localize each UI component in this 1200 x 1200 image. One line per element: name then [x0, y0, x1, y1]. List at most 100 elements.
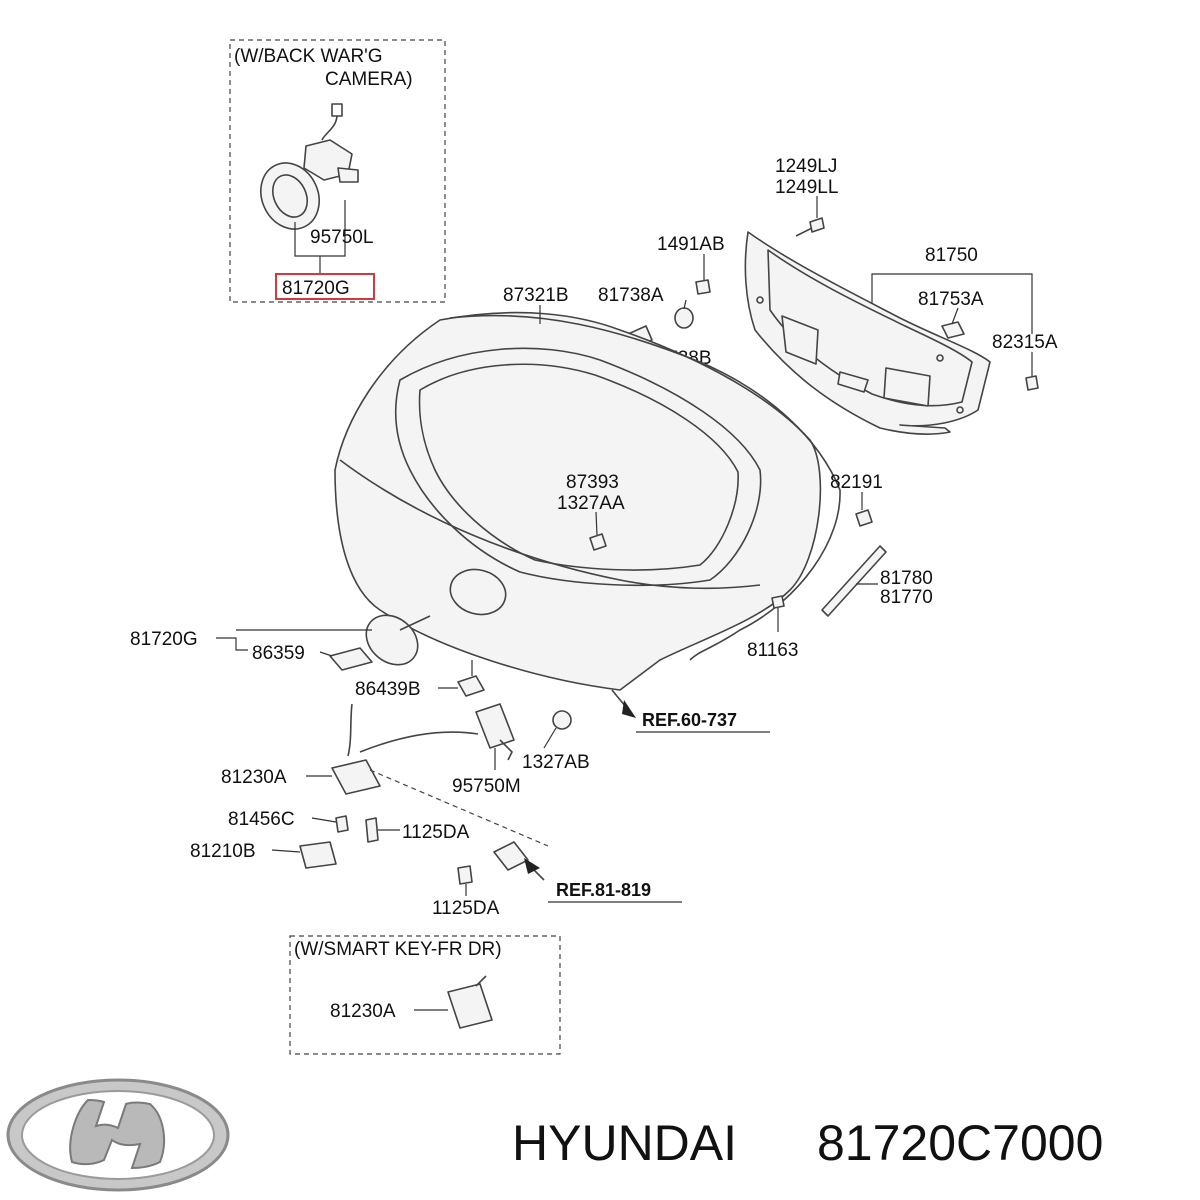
label-81720G: 81720G	[130, 629, 198, 650]
retainer-81753A-icon	[941, 321, 965, 339]
inset-camera-title-line1: (W/BACK WAR'G	[234, 46, 383, 67]
tailgate-window-frame-icon	[394, 347, 762, 587]
ref-60-737-arrowhead-icon	[622, 700, 636, 718]
lock-actuator-icon	[493, 841, 529, 871]
bolt-1249-icon	[809, 217, 825, 233]
tailgate-panel: 87321B 87393 1327AA REF.60-737	[334, 285, 841, 733]
rod-icon	[359, 731, 479, 753]
inset-camera-title-bg	[236, 42, 436, 92]
bumper-81738A-icon	[674, 307, 694, 329]
actuator-link	[499, 739, 513, 761]
nut-1327AA-icon	[589, 533, 607, 551]
emblem-assembly: 81720G 86359	[130, 614, 431, 671]
ball-stud-81163-icon	[771, 595, 785, 609]
highlight-81720G	[275, 273, 375, 300]
leader-81720G	[216, 637, 248, 651]
label-1249LL: 1249LL	[775, 177, 838, 198]
striker-81210B-icon	[299, 841, 337, 869]
leader-81753A	[951, 307, 959, 325]
label-87321B: 87321B	[503, 285, 569, 306]
label-ref-81-819: REF.81-819	[556, 880, 651, 900]
label-86439B: 86439B	[355, 679, 421, 700]
label-1125DA-a: 1125DA	[402, 822, 470, 843]
emblem-recess-icon	[449, 568, 507, 616]
bolt-1125DA-b-icon	[457, 865, 473, 885]
inset-smart-key-frame	[289, 935, 561, 1055]
label-86359: 86359	[252, 643, 305, 664]
bolt-1125DA-a-icon	[365, 817, 379, 843]
inset-smart-key: (W/SMART KEY-FR DR) 81230A	[289, 935, 561, 1055]
label-82191: 82191	[830, 472, 883, 493]
label-81750: 81750	[925, 245, 978, 266]
label-81456C: 81456C	[228, 809, 295, 830]
label-81780: 81780	[880, 568, 933, 589]
label-95750M: 95750M	[452, 776, 521, 797]
label-1249LJ: 1249LJ	[775, 156, 837, 177]
cable-icon	[347, 703, 353, 757]
trim-clip-icon	[756, 296, 764, 304]
label-81163: 81163	[747, 640, 798, 661]
actuator-95750M-icon	[475, 703, 515, 749]
bumper-81456C-icon	[335, 815, 349, 833]
part-number: 81720C7000	[817, 1115, 1103, 1171]
label-95750L: 95750L	[310, 227, 373, 248]
label-81738A: 81738A	[598, 285, 664, 306]
clip-1491AB-icon	[695, 279, 711, 295]
leader-81738A	[683, 299, 687, 310]
trim-light-icon	[837, 371, 869, 393]
label-81753A: 81753A	[918, 289, 984, 310]
tailgate-outer-icon	[334, 311, 822, 691]
camera-connector-icon	[331, 103, 343, 117]
tailgate-crease-icon	[339, 459, 761, 590]
screw-82315A-icon	[1025, 375, 1039, 391]
inset-smart-key-title: (W/SMART KEY-FR DR)	[294, 939, 502, 960]
leader-81750	[871, 273, 1033, 334]
leader-1327AA	[595, 511, 598, 536]
leader-86359	[319, 651, 333, 657]
latch-smart-key-icon	[447, 983, 493, 1029]
inset-back-camera: (W/BACK WAR'G CAMERA) 95750L 81720G	[229, 39, 446, 303]
camera-wire	[321, 115, 338, 141]
label-81720G-top: 81720G	[282, 278, 350, 299]
label-81770: 81770	[880, 587, 933, 608]
trim-panel-inner-icon	[767, 249, 973, 407]
leader-1327AB	[543, 727, 557, 749]
label-87393: 87393	[566, 472, 619, 493]
label-1327AA: 1327AA	[557, 493, 625, 514]
trim-handle-right-icon	[883, 367, 931, 407]
latch-group: 1327AB 95750M 81230A 1125DA 81456C 81210…	[190, 703, 682, 919]
inset-camera-title-line2: CAMERA)	[325, 69, 413, 90]
label-1491AB: 1491AB	[657, 234, 725, 255]
camera-emblem-inner-icon	[271, 174, 309, 218]
tailgate-trim-panel: 1249LJ 1249LL 1491AB 81750 81753A 82315A	[657, 156, 1058, 435]
camera-clip-icon	[337, 167, 359, 183]
label-1125DA-b: 1125DA	[432, 898, 500, 919]
gas-strut-icon	[821, 545, 887, 617]
leader-81210B	[271, 849, 301, 853]
weatherstrip-87321B-icon	[449, 314, 841, 661]
hyundai-logo-icon	[6, 1078, 230, 1192]
tailgate-window-inner-icon	[418, 363, 739, 571]
latch-81230A-icon	[331, 759, 381, 795]
label-ref-60-737: REF.60-737	[642, 710, 737, 730]
brand-name: HYUNDAI	[512, 1115, 737, 1171]
trim-clip-icon	[936, 354, 944, 362]
label-1327AB: 1327AB	[522, 752, 590, 773]
label-82315A: 82315A	[992, 332, 1058, 353]
label-81210B: 81210B	[190, 841, 256, 862]
brand-footer: HYUNDAI 81720C7000	[6, 1078, 1103, 1192]
leader-81456C	[311, 817, 337, 823]
latch-smart-key-cable	[475, 975, 487, 987]
emblem-86359-icon	[329, 647, 373, 671]
gas-struts: 82191 81780 81770 81163	[747, 472, 933, 661]
nut-1327AB-icon	[552, 710, 572, 730]
label-81230A: 81230A	[221, 767, 287, 788]
trim-clip-icon	[956, 406, 964, 414]
ball-stud-82191-icon	[855, 509, 873, 527]
ref-81-819-arrowhead-icon	[524, 858, 540, 874]
bolt-1249-shaft	[795, 227, 813, 237]
trim-handle-left-icon	[781, 315, 819, 365]
label-81230A-inset: 81230A	[330, 1001, 396, 1022]
handle-bezel: 86439B	[355, 660, 485, 700]
